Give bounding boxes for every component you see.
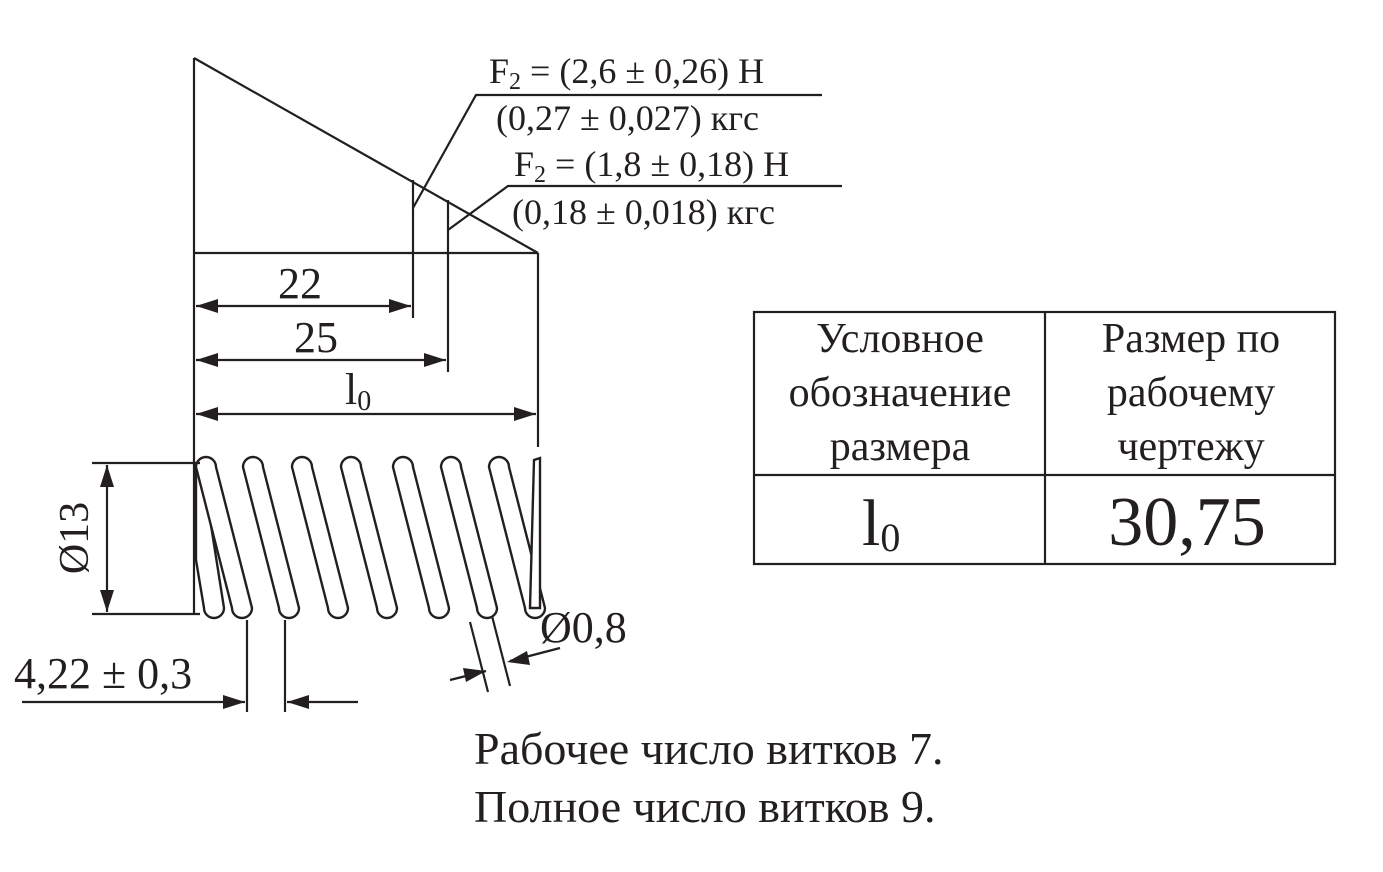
svg-text:Условное: Условное (816, 316, 984, 362)
table-cell-symbol: l0 (862, 487, 900, 560)
load-label-high: F2 = (2,6 ± 0,26) Н (489, 51, 764, 95)
note-working-coils: Рабочее число витков 7. (474, 723, 943, 774)
spring-coils (194, 455, 547, 620)
spring-coil (290, 455, 350, 620)
spring-coil (391, 455, 451, 620)
svg-text:рабочему: рабочему (1107, 370, 1275, 416)
diameter-label: Ø13 (52, 502, 98, 574)
table-header-designation: Условное обозначение размера (789, 316, 1012, 470)
leader-f-high (412, 93, 822, 209)
pitch-dimension (22, 620, 358, 712)
spring-coil (241, 455, 301, 620)
dimension-l0-label: l0 (345, 365, 371, 417)
dimension-22 (196, 299, 411, 313)
size-table (752, 310, 1337, 566)
load-label-high-kgf: (0,27 ± 0,027) кгс (496, 98, 759, 138)
note-total-coils: Полное число витков 9. (474, 781, 935, 832)
svg-text:размера: размера (830, 424, 971, 470)
load-diagram (192, 57, 842, 462)
wire-diameter-label: Ø0,8 (540, 603, 627, 652)
diameter-dimension (92, 461, 200, 616)
spring-coil (194, 455, 254, 620)
pitch-label: 4,22 ± 0,3 (14, 649, 192, 698)
dimension-22-label: 22 (278, 259, 322, 308)
leader-f-low (447, 184, 842, 231)
dimension-l0 (196, 407, 536, 421)
svg-text:обозначение: обозначение (789, 370, 1012, 416)
spring-end-coil (528, 456, 542, 610)
svg-text:чертежу: чертежу (1117, 424, 1264, 470)
spring-coil (439, 455, 499, 620)
load-label-low-kgf: (0,18 ± 0,018) кгс (512, 192, 775, 232)
dimension-25-label: 25 (294, 313, 338, 362)
load-slope-line (193, 57, 539, 254)
spring-coil (339, 455, 399, 620)
table-header-size: Размер по рабочему чертежу (1102, 316, 1280, 470)
wire-diameter-dimension (449, 615, 561, 693)
table-cell-value: 30,75 (1108, 484, 1266, 561)
svg-text:Размер по: Размер по (1102, 316, 1280, 362)
load-label-low: F2 = (1,8 ± 0,18) Н (514, 144, 789, 188)
dimension-25 (196, 353, 446, 367)
spring-start-coil (194, 466, 226, 620)
